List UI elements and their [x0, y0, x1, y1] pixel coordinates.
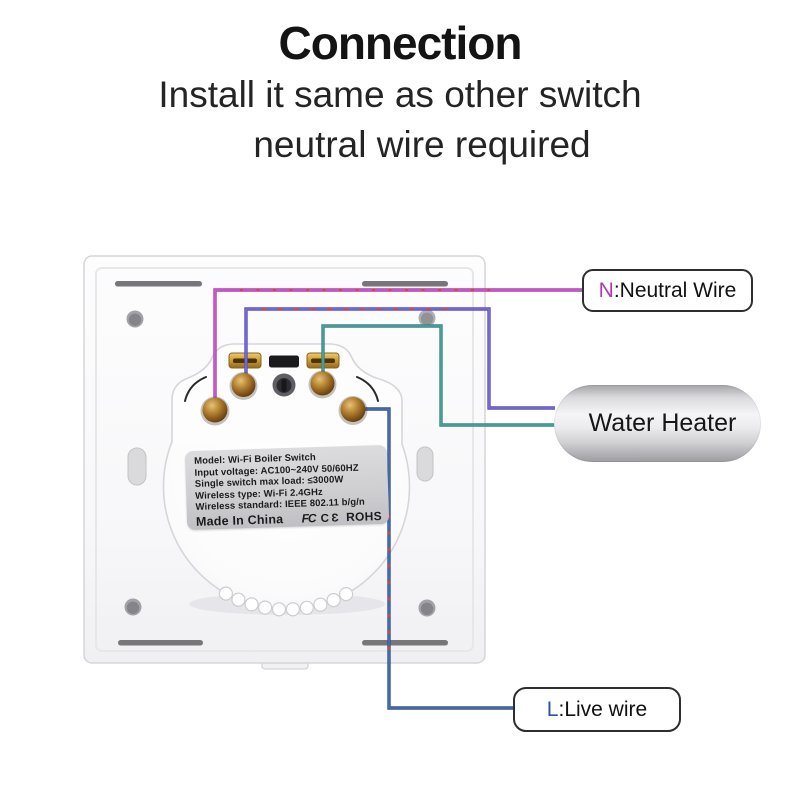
plate-inner-seam: [95, 267, 474, 652]
rohs-mark: ROHS: [345, 509, 383, 525]
neutral-wire-callout: N:Neutral Wire: [582, 269, 753, 312]
plate-groove-bottom-right: [362, 640, 448, 646]
plate-groove-top-left: [115, 281, 202, 287]
terminal-lower-left: [200, 396, 230, 426]
wire-live: [353, 407, 513, 710]
live-wire-text: :Live wire: [558, 697, 648, 721]
fcc-mark: FC: [301, 511, 316, 526]
terminal-lower-right: [338, 396, 368, 425]
certification-marks: FC CƐ ROHS: [301, 509, 382, 526]
live-wire-callout: L:Live wire: [513, 687, 681, 732]
plate-slot-right: [416, 446, 434, 482]
plate-screw-holes: [124, 309, 436, 617]
cap-arc-mark-right: [356, 376, 379, 402]
wire-neutral: [213, 288, 582, 398]
subtitle-line-1: Install it same as other switch: [158, 74, 642, 115]
wire-load-teal: [321, 324, 555, 427]
terminal-upper-right: [308, 370, 337, 399]
cap-dark-slot: [269, 355, 299, 368]
page-title: Connection: [278, 17, 523, 69]
plate-groove-top-right: [362, 281, 448, 287]
water-heater-capsule: Water Heater: [554, 385, 761, 462]
cap-center-hole: [272, 373, 296, 397]
water-heater-label: Water Heater: [588, 409, 737, 437]
neutral-wire-letter: N: [598, 278, 614, 302]
header: Connection Install it same as other swit…: [0, 16, 800, 170]
made-in-label: Made In China: [195, 512, 284, 529]
terminal-upper-left: [229, 372, 258, 400]
subtitle-line-2: neutral wire required: [253, 124, 591, 165]
module-gear-edge: [218, 586, 354, 617]
ce-mark: CƐ: [320, 512, 342, 525]
spec-sticker: Model: Wi-Fi Boiler Switch Input voltage…: [184, 444, 390, 531]
plate-groove-bottom-left: [118, 640, 203, 646]
wire-load-purple: [244, 307, 555, 410]
neutral-wire-text: :Neutral Wire: [613, 278, 737, 302]
live-wire-letter: L: [546, 697, 559, 721]
plate-slot-left: [127, 447, 147, 486]
cap-arc-mark-left: [184, 376, 207, 402]
